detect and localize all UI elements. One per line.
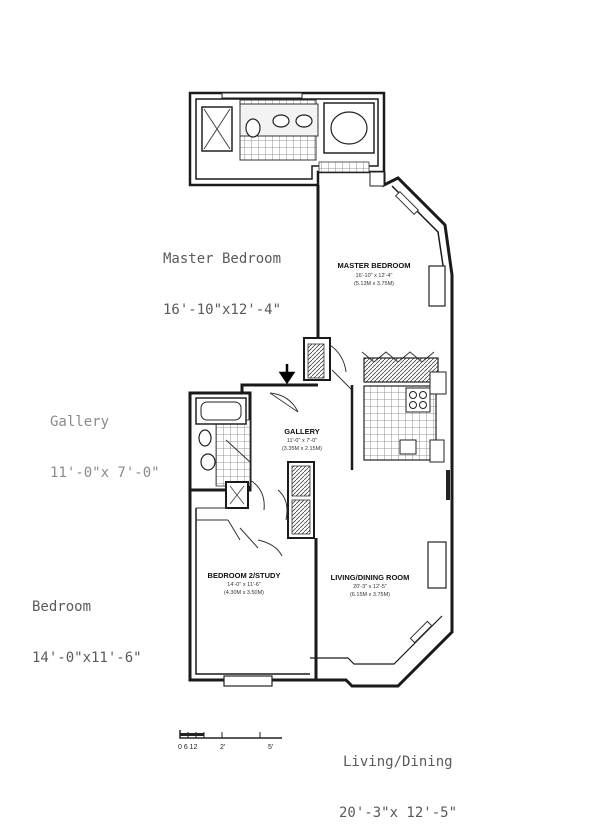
window-bedroom-2 <box>223 675 273 687</box>
master-bedroom-label: MASTER BEDROOM <box>338 261 411 270</box>
master-bathroom <box>188 91 386 187</box>
living-dining-dims: 20'-3" x 12'-5" <box>353 584 387 590</box>
gallery-dims: 11'-0" x 7'-0" <box>287 438 317 444</box>
annotation-master-bedroom: Master Bedroom 16'-10"x12'-4" <box>163 217 281 336</box>
kitchen-sink <box>399 439 417 455</box>
annotation-master-name: Master Bedroom <box>163 251 282 267</box>
window-master <box>428 265 446 307</box>
annotation-bedroom-dims: 14'-0"x11'-6" <box>32 650 142 666</box>
cooktop <box>405 387 431 413</box>
scale-label-2: 2' <box>220 744 225 751</box>
gallery: GALLERY 11'-0" x 7'-0" (3.35M x 2.15M) <box>240 364 354 470</box>
toilet-2 <box>198 429 212 447</box>
annotation-gallery-dims: 11'-0"x 7'-0" <box>50 465 160 481</box>
toilet <box>245 118 261 138</box>
closets-center <box>225 461 315 539</box>
entry-arrow-icon <box>278 364 296 385</box>
gallery-label: GALLERY <box>284 427 320 436</box>
living-dining-room: LIVING/DINING ROOM 20'-3" x 12'-5" (6.15… <box>310 370 454 688</box>
annotation-gallery: Gallery 11'-0"x 7'-0" <box>50 380 160 499</box>
annotation-master-dims: 16'-10"x12'-4" <box>163 302 282 318</box>
window-living <box>427 541 447 589</box>
bedroom-2-dims: 14'-0" x 11'-6" <box>227 582 260 588</box>
scale-label-5: 5' <box>268 744 273 751</box>
bedroom-2-study: BEDROOM 2/STUDY 14'-0" x 11'-6" (4.30M x… <box>188 490 318 687</box>
bedroom-2-label: BEDROOM 2/STUDY <box>208 571 281 580</box>
floor-plan: MASTER BEDROOM 16'-10" x 12'-4" (5.13M x… <box>178 91 454 751</box>
closet-master <box>303 337 353 391</box>
sink-2 <box>295 114 313 128</box>
scale-label-0: 0 6 12 <box>178 744 198 751</box>
scale-bar: 0 6 12 2' 5' <box>178 730 282 751</box>
gallery-metric: (3.35M x 2.15M) <box>282 446 322 452</box>
annotation-bedroom-name: Bedroom <box>32 599 92 615</box>
annotation-bedroom: Bedroom 14'-0"x11'-6" <box>32 565 142 684</box>
bedroom-2-metric: (4.30M x 3.50M) <box>224 590 264 596</box>
sink-1 <box>272 114 290 128</box>
bathroom-2 <box>188 391 252 492</box>
annotation-living-name: Living/Dining <box>343 754 453 770</box>
living-dining-metric: (6.15M x 3.75M) <box>350 592 390 598</box>
master-bedroom: MASTER BEDROOM 16'-10" x 12'-4" (5.13M x… <box>316 171 454 370</box>
master-bedroom-metric: (5.13M x 3.75M) <box>354 281 394 287</box>
annotation-living-dims: 20'-3"x 12'-5" <box>339 805 458 821</box>
annotation-gallery-name: Gallery <box>50 414 110 430</box>
sink-bath-2 <box>200 453 216 471</box>
living-dining-label: LIVING/DINING ROOM <box>331 573 410 582</box>
annotation-living-dining: Living/Dining 20'-3"x 12'-5" <box>339 720 457 839</box>
master-bedroom-dims: 16'-10" x 12'-4" <box>356 273 393 279</box>
kitchen <box>361 351 447 463</box>
